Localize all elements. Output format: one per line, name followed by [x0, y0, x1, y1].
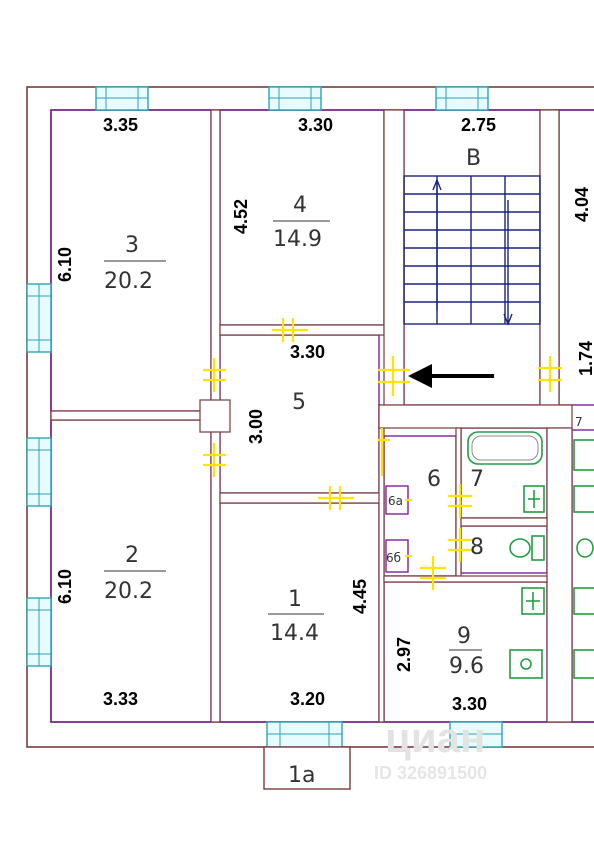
dim-room2-bottom: 3.33	[103, 689, 138, 709]
dim-corridor-top: 3.30	[290, 342, 325, 362]
room6-number: 6	[427, 467, 441, 492]
room-labels: 3 20.2 4 14.9 5 В 2 20.2 1 14.4 6 6a 6б …	[104, 146, 583, 788]
room2-area: 20.2	[104, 579, 153, 604]
balcony	[263, 746, 351, 790]
dim-right-top: 4.04	[572, 187, 592, 222]
room2-number: 2	[125, 543, 139, 568]
room9-number: 9	[457, 624, 471, 649]
room8-number: 8	[470, 535, 484, 560]
room1-number: 1	[288, 587, 302, 612]
window-bottom-2	[449, 721, 503, 748]
entrance-arrow-icon	[408, 364, 494, 388]
room1-area: 14.4	[270, 621, 319, 646]
dim-room2-side: 6.10	[55, 569, 75, 604]
dim-corridor-side: 3.00	[246, 409, 266, 444]
dim-room1-side: 4.45	[350, 579, 370, 614]
stair-arrows	[432, 178, 513, 326]
door-right	[538, 356, 562, 392]
dim-stair-top: 2.75	[461, 115, 496, 135]
watermark-brand: циан	[385, 714, 485, 761]
door-7	[448, 484, 472, 518]
room6a-label: 6a	[388, 494, 403, 508]
room6b-label: 6б	[386, 551, 401, 565]
fixtures	[467, 431, 594, 679]
sink-icon	[521, 587, 545, 615]
window-left-3	[26, 597, 52, 667]
door-1-5	[318, 486, 354, 510]
window-top-1	[95, 86, 149, 111]
window-top-2	[268, 86, 322, 111]
door-2-5	[203, 443, 226, 477]
room4-number: 4	[293, 193, 307, 218]
dim-room9-side: 2.97	[394, 637, 414, 672]
staircase	[403, 175, 541, 325]
room5-number: 5	[292, 390, 306, 415]
door-3-5	[203, 358, 226, 392]
watermark-id: ID 326891500	[374, 763, 487, 783]
dim-room1-bottom: 3.20	[290, 689, 325, 709]
room9-area: 9.6	[449, 654, 484, 679]
small-7-label: 7	[575, 415, 583, 429]
dim-room3-side: 6.10	[55, 247, 75, 282]
watermark: циан ID 326891500	[374, 714, 487, 783]
doors	[203, 318, 562, 590]
window-left-2	[26, 437, 52, 507]
room3-area: 20.2	[104, 269, 153, 294]
toilet-icon	[509, 535, 545, 561]
stair-label: В	[466, 146, 481, 171]
window-left-1	[26, 283, 52, 353]
room4-area: 14.9	[273, 227, 322, 252]
sink-icon	[523, 485, 545, 513]
stove-icon	[509, 649, 543, 679]
room3-number: 3	[125, 233, 139, 258]
window-bottom-1	[266, 721, 343, 748]
door-entrance	[378, 356, 410, 396]
balcony-label: 1а	[288, 763, 315, 788]
door-5-6	[378, 428, 390, 476]
dim-room3-top: 3.35	[103, 115, 138, 135]
dim-room9-bottom: 3.30	[452, 694, 487, 714]
right-fixtures	[573, 439, 594, 679]
windows	[26, 86, 503, 748]
dim-room4-side: 4.52	[231, 199, 251, 234]
door-8	[448, 528, 472, 562]
dim-room4-top: 3.30	[298, 115, 333, 135]
internal-walls	[50, 109, 573, 723]
door-4-5	[272, 318, 308, 342]
dimension-labels: 3.35 3.30 2.75 6.10 6.10 4.52 3.30 3.00 …	[55, 115, 594, 714]
window-top-3	[435, 86, 489, 111]
room7-number: 7	[470, 467, 484, 492]
dim-right-mid: 1.74	[576, 341, 594, 376]
door-9	[420, 556, 446, 590]
